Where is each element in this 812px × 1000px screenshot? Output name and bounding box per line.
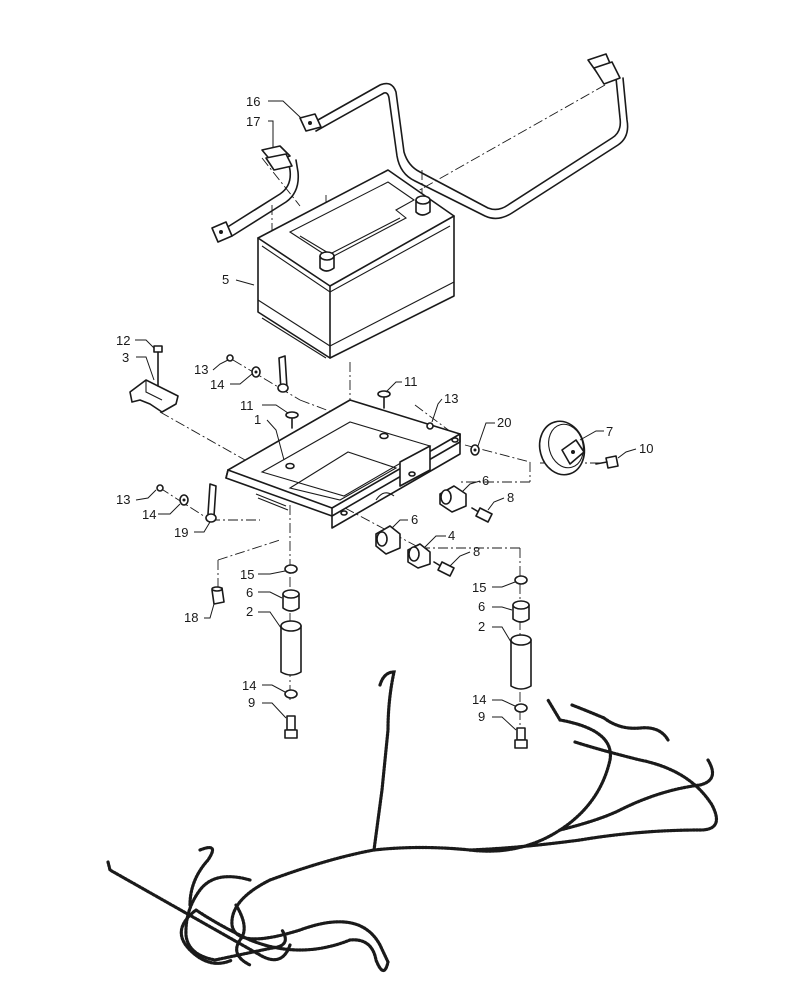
callout-14: 14 — [242, 678, 256, 693]
bolt-8-lower — [433, 561, 455, 577]
battery-tray — [225, 399, 461, 529]
hold-down-rod — [277, 355, 289, 393]
washers-left-upper — [226, 354, 261, 378]
callout-13: 13 — [116, 492, 130, 507]
callout-14: 14 — [472, 692, 486, 707]
tray-bolt-left — [285, 411, 299, 429]
callout-8: 8 — [507, 490, 514, 505]
callout-10: 10 — [639, 441, 653, 456]
callout-1: 1 — [254, 412, 261, 427]
callout-17: 17 — [246, 114, 260, 129]
callout-12: 12 — [116, 333, 130, 348]
callout-13: 13 — [444, 391, 458, 406]
callout-14: 14 — [142, 507, 156, 522]
callout-18: 18 — [184, 610, 198, 625]
callout-15: 15 — [240, 567, 254, 582]
spacer — [407, 543, 431, 569]
callout-5: 5 — [222, 272, 229, 287]
battery-cable-16 — [299, 53, 629, 220]
callout-6: 6 — [411, 512, 418, 527]
callout-9: 9 — [478, 709, 485, 724]
battery-clamp — [129, 379, 179, 413]
callout-6: 6 — [246, 585, 253, 600]
callout-16: 16 — [246, 94, 260, 109]
tray-bolt-right — [377, 390, 391, 409]
callout-labels: 16 17 5 12 3 13 14 11 11 1 13 20 7 10 6 … — [116, 94, 653, 724]
callout-4: 4 — [448, 528, 455, 543]
cover-bolt — [595, 455, 619, 469]
isolator-center — [375, 525, 401, 555]
bolt-8-upper — [471, 507, 493, 523]
callout-11: 11 — [404, 374, 418, 389]
callout-2: 2 — [478, 619, 485, 634]
wire-harness — [106, 670, 719, 973]
callout-3: 3 — [122, 350, 129, 365]
callout-9: 9 — [248, 695, 255, 710]
callout-20: 20 — [497, 415, 511, 430]
callout-15: 15 — [472, 580, 486, 595]
strap-19 — [205, 483, 217, 523]
callout-7: 7 — [606, 424, 613, 439]
callout-19: 19 — [174, 525, 188, 540]
callout-2: 2 — [246, 604, 253, 619]
nut-right — [426, 422, 434, 430]
callout-13: 13 — [194, 362, 208, 377]
battery-cable-17 — [211, 145, 300, 243]
terminal-cover — [538, 420, 586, 476]
left-mount-stack — [280, 564, 302, 739]
washers-left-lower — [156, 484, 189, 506]
leader-lines — [135, 100, 637, 731]
isolator-right — [439, 485, 467, 513]
callout-6: 6 — [478, 599, 485, 614]
callout-14: 14 — [210, 377, 224, 392]
washer-20 — [470, 444, 480, 456]
clamp-bolt — [153, 345, 163, 387]
nut-18 — [211, 586, 225, 605]
callout-11: 11 — [240, 398, 254, 413]
battery — [257, 169, 455, 359]
right-mount-stack — [510, 575, 532, 749]
callout-8: 8 — [473, 544, 480, 559]
callout-6: 6 — [482, 473, 489, 488]
